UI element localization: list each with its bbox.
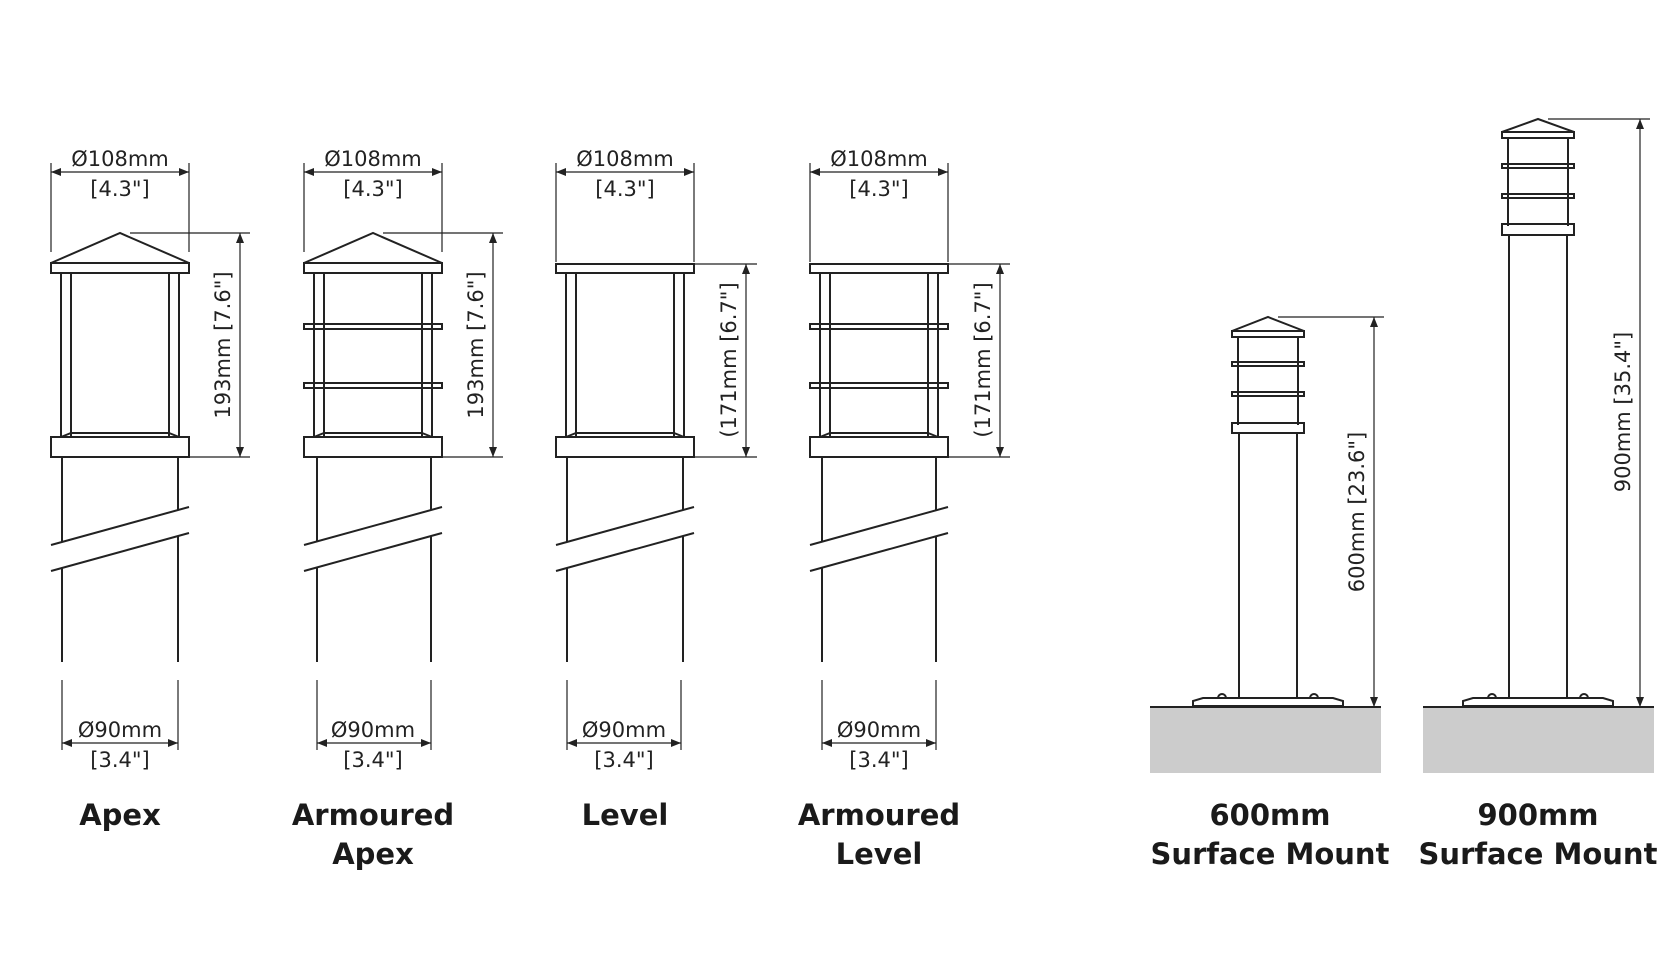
apex-bottom-diameter-in: [3.4"]	[90, 748, 149, 772]
armoured-level-top-diameter-mm: Ø108mm	[830, 147, 928, 171]
level-top-diameter-mm: Ø108mm	[576, 147, 674, 171]
900-surface-mount-label-line-2: Surface Mount	[1419, 837, 1658, 871]
level-top-diameter-dimension: Ø108mm [4.3"]	[555, 147, 695, 262]
armoured-apex-height-dimension: 193mm [7.6"]	[383, 232, 503, 458]
armoured-level-lamp-head	[809, 263, 949, 458]
armoured-level-stake	[809, 457, 949, 662]
armoured-apex-top-diameter-mm: Ø108mm	[324, 147, 422, 171]
600-bollard-base	[1192, 693, 1344, 707]
600-bollard-head	[1231, 315, 1305, 434]
armoured-apex-bottom-diameter-dimension: Ø90mm [3.4"]	[316, 680, 432, 772]
product-level: Ø108mm [4.3"] (171mm [6.7"]	[555, 147, 757, 832]
product-600mm-surface-mount: 600mm [23.6"] 600mm Surface Mount	[1150, 315, 1390, 871]
armoured-level-bottom-diameter-mm: Ø90mm	[837, 718, 921, 742]
armoured-level-top-diameter-dimension: Ø108mm [4.3"]	[809, 147, 949, 262]
900-bollard-pole	[1508, 235, 1568, 698]
900-height-label: 900mm [35.4"]	[1611, 332, 1635, 492]
armoured-apex-height-label: 193mm [7.6"]	[464, 271, 488, 418]
armoured-level-label-line-2: Level	[836, 837, 923, 871]
armoured-level-bottom-diameter-in: [3.4"]	[849, 748, 908, 772]
apex-top-diameter-dimension: Ø108mm [4.3"]	[50, 147, 190, 252]
900-bollard-base	[1462, 693, 1614, 707]
product-900mm-surface-mount: 900mm [35.4"] 900mm Surface Mount	[1419, 117, 1658, 871]
level-bottom-diameter-dimension: Ø90mm [3.4"]	[566, 680, 682, 772]
product-armoured-level: Ø108mm [4.3"] (171mm [6.7"]	[798, 147, 1010, 871]
apex-bottom-diameter-dimension: Ø90mm [3.4"]	[61, 680, 179, 772]
armoured-apex-bottom-diameter-in: [3.4"]	[343, 748, 402, 772]
armoured-apex-label-line-2: Apex	[332, 837, 414, 871]
level-height-label: (171mm [6.7"]	[717, 282, 741, 437]
armoured-apex-lamp-head	[303, 231, 443, 458]
600-height-label: 600mm [23.6"]	[1345, 432, 1369, 592]
level-stake	[555, 457, 695, 662]
product-armoured-apex: Ø108mm [4.3"] 193mm [7.6"]	[292, 147, 503, 871]
armoured-apex-label-line-1: Armoured	[292, 798, 454, 832]
apex-top-diameter-in: [4.3"]	[90, 177, 149, 201]
900-height-dimension: 900mm [35.4"]	[1548, 118, 1650, 707]
600-surface-mount-label-line-1: 600mm	[1210, 798, 1331, 832]
armoured-apex-top-diameter-in: [4.3"]	[343, 177, 402, 201]
apex-bottom-diameter-mm: Ø90mm	[78, 718, 162, 742]
level-bottom-diameter-in: [3.4"]	[594, 748, 653, 772]
apex-top-diameter-mm: Ø108mm	[71, 147, 169, 171]
600-surface-mount-label-line-2: Surface Mount	[1151, 837, 1390, 871]
apex-height-label: 193mm [7.6"]	[211, 271, 235, 418]
600-bollard-pole	[1238, 433, 1298, 698]
armoured-level-top-diameter-in: [4.3"]	[849, 177, 908, 201]
level-lamp-head	[555, 263, 695, 458]
armoured-level-bottom-diameter-dimension: Ø90mm [3.4"]	[821, 680, 937, 772]
900-ground-block	[1423, 707, 1654, 773]
armoured-apex-stake	[303, 457, 443, 662]
armoured-level-height-dimension: (171mm [6.7"]	[948, 263, 1010, 458]
600-height-dimension: 600mm [23.6"]	[1278, 316, 1384, 707]
apex-height-dimension: 193mm [7.6"]	[130, 232, 250, 458]
level-height-dimension: (171mm [6.7"]	[694, 263, 757, 458]
level-bottom-diameter-mm: Ø90mm	[582, 718, 666, 742]
armoured-apex-top-diameter-dimension: Ø108mm [4.3"]	[303, 147, 443, 252]
600-ground-block	[1150, 707, 1381, 773]
apex-lamp-head	[50, 231, 190, 458]
900-bollard-head	[1501, 117, 1575, 236]
armoured-level-height-label: (171mm [6.7"]	[971, 282, 995, 437]
product-apex: Ø108mm [4.3"] 193mm [7.6"]	[50, 147, 250, 832]
level-top-diameter-in: [4.3"]	[595, 177, 654, 201]
armoured-apex-bottom-diameter-mm: Ø90mm	[331, 718, 415, 742]
armoured-level-label-line-1: Armoured	[798, 798, 960, 832]
apex-label: Apex	[79, 798, 161, 832]
900-surface-mount-label-line-1: 900mm	[1478, 798, 1599, 832]
apex-stake	[50, 457, 190, 662]
level-label: Level	[582, 798, 669, 832]
